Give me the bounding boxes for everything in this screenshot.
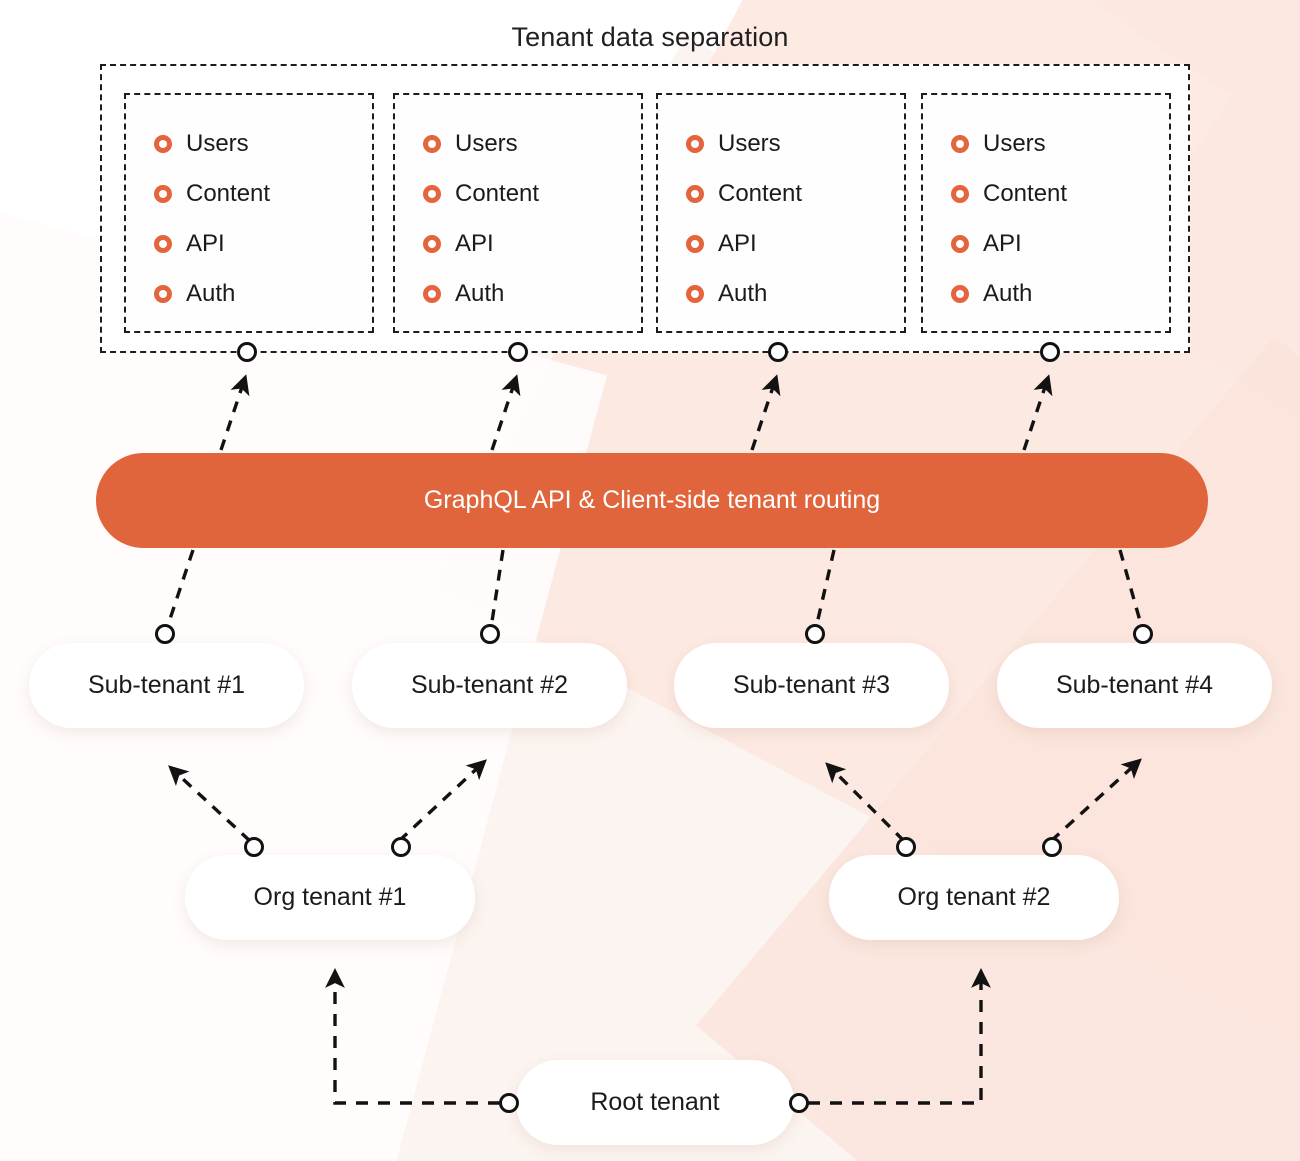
donut-icon: [154, 235, 172, 253]
donut-icon: [686, 285, 704, 303]
list-item-label: Users: [718, 130, 781, 157]
list-item: API: [154, 219, 372, 269]
node-label: Sub-tenant #1: [87, 671, 246, 699]
list-item-label: Users: [455, 130, 518, 157]
node-label: Org tenant #2: [897, 883, 1051, 911]
donut-icon: [423, 235, 441, 253]
list-item-label: Content: [186, 180, 271, 207]
tenant-card-2-list: Users Content API Auth: [395, 95, 641, 319]
list-item: API: [423, 219, 641, 269]
donut-icon: [686, 185, 704, 203]
list-item: Auth: [154, 269, 372, 319]
list-item: Users: [951, 119, 1169, 169]
list-item-label: Auth: [983, 280, 1033, 307]
list-item: Auth: [951, 269, 1169, 319]
list-item: Content: [423, 169, 641, 219]
list-item: Users: [423, 119, 641, 169]
donut-icon: [951, 235, 969, 253]
node-sub-tenant-3: Sub-tenant #3: [674, 643, 949, 728]
list-item-label: API: [186, 230, 225, 257]
tenant-card-3: Users Content API Auth: [656, 93, 906, 333]
list-item-label: API: [455, 230, 494, 257]
list-item-label: Auth: [718, 280, 768, 307]
tenant-card-1-list: Users Content API Auth: [126, 95, 372, 319]
tenant-card-3-list: Users Content API Auth: [658, 95, 904, 319]
list-item: Content: [951, 169, 1169, 219]
donut-icon: [686, 135, 704, 153]
donut-icon: [423, 185, 441, 203]
donut-icon: [154, 135, 172, 153]
node-root-tenant: Root tenant: [516, 1060, 794, 1145]
node-label: Org tenant #1: [253, 883, 407, 911]
list-item-label: API: [983, 230, 1022, 257]
list-item: Auth: [686, 269, 904, 319]
list-item-label: API: [718, 230, 757, 257]
list-item: Users: [154, 119, 372, 169]
tenant-card-4-list: Users Content API Auth: [923, 95, 1169, 319]
donut-icon: [423, 285, 441, 303]
list-item-label: Content: [455, 180, 540, 207]
list-item: Users: [686, 119, 904, 169]
donut-icon: [423, 135, 441, 153]
node-org-tenant-1: Org tenant #1: [185, 855, 475, 940]
node-org-tenant-2: Org tenant #2: [829, 855, 1119, 940]
tenant-card-4: Users Content API Auth: [921, 93, 1171, 333]
list-item-label: Users: [186, 130, 249, 157]
list-item: Content: [686, 169, 904, 219]
node-label: Root tenant: [590, 1088, 720, 1116]
tenant-card-1: Users Content API Auth: [124, 93, 374, 333]
list-item-label: Content: [983, 180, 1068, 207]
list-item-label: Users: [983, 130, 1046, 157]
list-item: API: [686, 219, 904, 269]
donut-icon: [951, 185, 969, 203]
page-title: Tenant data separation: [511, 22, 789, 52]
list-item: Content: [154, 169, 372, 219]
graphql-routing-bar-label: GraphQL API & Client-side tenant routing: [423, 486, 881, 514]
donut-icon: [951, 135, 969, 153]
list-item-label: Content: [718, 180, 803, 207]
node-sub-tenant-4: Sub-tenant #4: [997, 643, 1272, 728]
list-item-label: Auth: [455, 280, 505, 307]
node-sub-tenant-2: Sub-tenant #2: [352, 643, 627, 728]
list-item: API: [951, 219, 1169, 269]
donut-icon: [951, 285, 969, 303]
node-label: Sub-tenant #2: [410, 671, 569, 699]
list-item: Auth: [423, 269, 641, 319]
donut-icon: [154, 185, 172, 203]
donut-icon: [154, 285, 172, 303]
tenant-card-2: Users Content API Auth: [393, 93, 643, 333]
node-sub-tenant-1: Sub-tenant #1: [29, 643, 304, 728]
node-label: Sub-tenant #3: [732, 671, 891, 699]
node-label: Sub-tenant #4: [1055, 671, 1214, 699]
graphql-routing-bar: GraphQL API & Client-side tenant routing: [96, 453, 1208, 548]
list-item-label: Auth: [186, 280, 236, 307]
donut-icon: [686, 235, 704, 253]
